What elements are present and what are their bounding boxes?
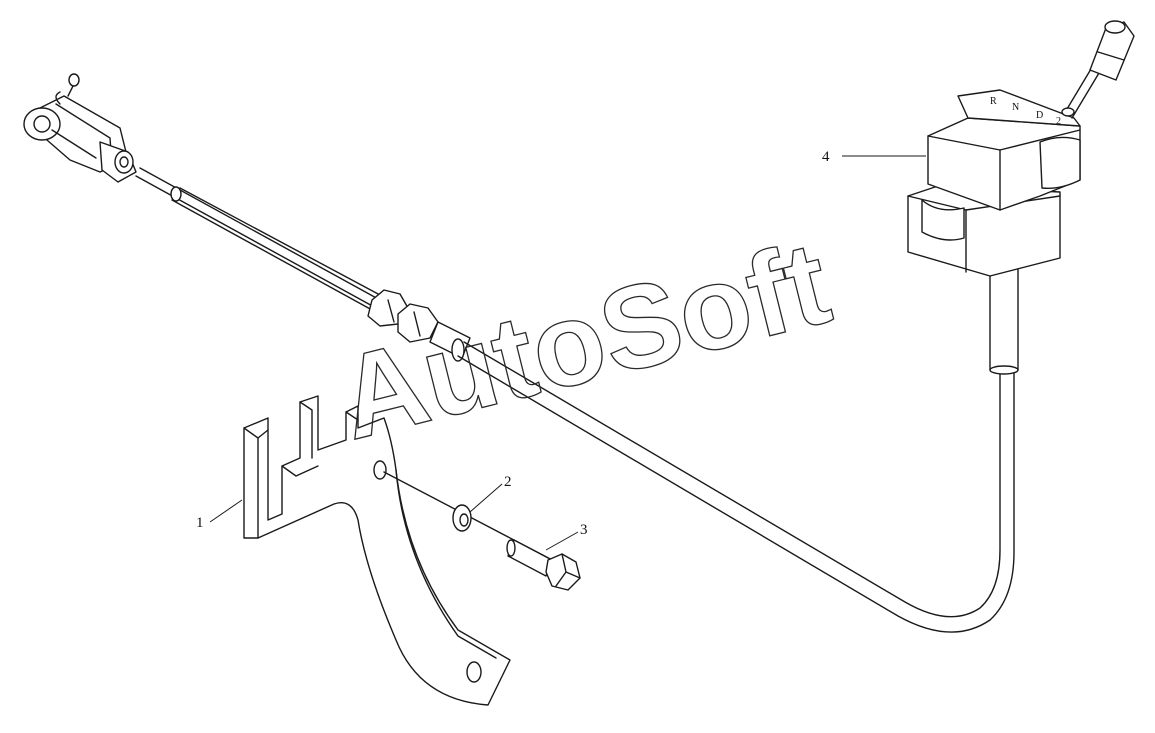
shifter-part-4: [907, 20, 1135, 277]
callout-3: 3: [545, 522, 588, 551]
shifter-markings: R N D 2: [990, 96, 1061, 127]
shifter-mark-r: R: [990, 96, 997, 107]
shifter-mark-n: N: [1012, 102, 1019, 113]
callout-label-2: 2: [504, 474, 512, 490]
shift-cable: [135, 167, 1019, 633]
callout-label-3: 3: [580, 522, 588, 538]
shifter-mark-d: D: [1036, 110, 1043, 121]
shifter-mark-2: 2: [1056, 116, 1061, 127]
bolt-part-3: [506, 539, 581, 591]
callout-4: 4: [822, 149, 926, 165]
washer-part-2: [452, 504, 472, 532]
cable-clevis: [23, 73, 137, 183]
bracket-part-1: [243, 395, 511, 706]
watermark-text: AutoSoft: [326, 217, 841, 466]
callout-label-1: 1: [196, 515, 204, 531]
callout-label-4: 4: [822, 149, 830, 165]
callout-1: 1: [196, 499, 243, 531]
callout-2: 2: [469, 474, 512, 513]
